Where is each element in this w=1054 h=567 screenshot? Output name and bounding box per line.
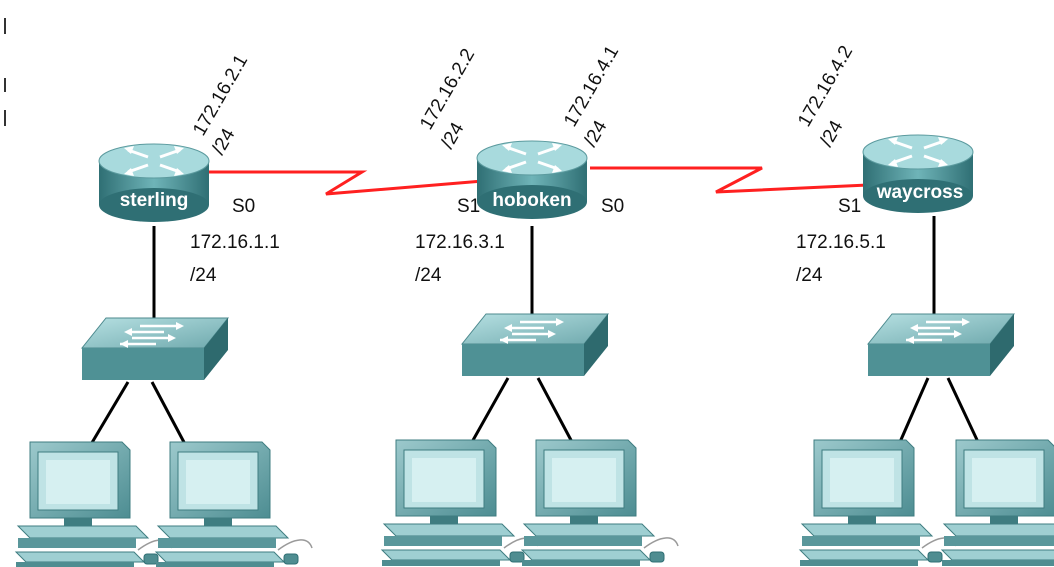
lan-ip-hoboken: 172.16.3.1 [415, 232, 505, 253]
lan-ip-waycross: 172.16.5.1 [796, 232, 886, 253]
edge-mark [4, 18, 6, 34]
pc-icon[interactable] [155, 441, 313, 567]
cable-switch-pc [88, 381, 130, 447]
pc-icon[interactable] [799, 439, 957, 567]
switch-icon[interactable] [80, 316, 230, 382]
serial-ip-waycross: 172.16.4.2 [794, 42, 857, 130]
serial-mask-hoboken-s1: /24 [437, 119, 469, 153]
serial-ip-hoboken-s0: 172.16.4.1 [560, 42, 623, 130]
cable-switch-pc [470, 377, 510, 443]
serial-link-hoboken-waycross [590, 166, 869, 194]
cable-switch-pc [536, 377, 574, 443]
router-name-waycross: waycross [876, 182, 964, 203]
switch-icon[interactable] [460, 312, 610, 378]
interface-label-hoboken-s0: S0 [601, 196, 624, 217]
lan-mask-sterling: /24 [190, 265, 217, 286]
serial-mask-hoboken-s0: /24 [580, 117, 612, 151]
lan-ip-sterling: 172.16.1.1 [190, 232, 280, 253]
pc-icon[interactable] [941, 439, 1054, 567]
serial-ip-hoboken-s1: 172.16.2.2 [416, 45, 479, 133]
interface-label-hoboken-s1: S1 [457, 196, 480, 217]
router-name-sterling: sterling [120, 190, 189, 211]
cable-switch-pc [150, 381, 188, 447]
interface-label-waycross-s1: S1 [838, 196, 861, 217]
interface-label-sterling-s0: S0 [232, 196, 255, 217]
pc-icon[interactable] [15, 441, 173, 567]
lan-mask-hoboken: /24 [415, 265, 442, 286]
serial-link-sterling-hoboken [208, 170, 496, 196]
lan-mask-waycross: /24 [796, 265, 823, 286]
pc-icon[interactable] [521, 439, 679, 567]
edge-mark [4, 78, 6, 92]
edge-mark [4, 110, 6, 126]
pc-icon[interactable] [381, 439, 539, 567]
switch-icon[interactable] [866, 312, 1016, 378]
serial-mask-waycross: /24 [816, 117, 848, 151]
cable-switch-pc [946, 377, 980, 443]
router-name-hoboken: hoboken [492, 190, 571, 211]
cable-switch-pc [898, 377, 930, 443]
